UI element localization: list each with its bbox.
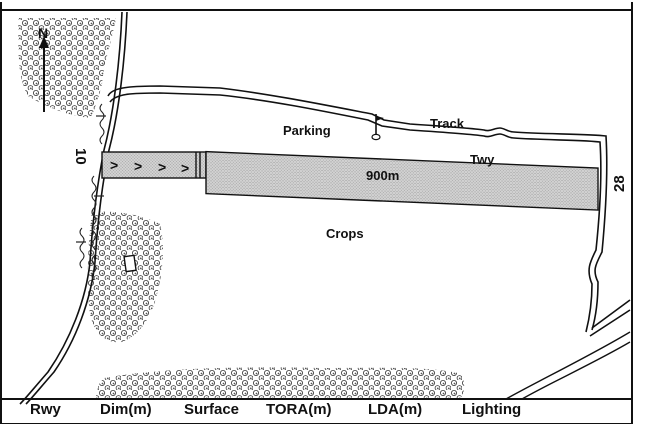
runway-28-designator: 28 — [611, 175, 628, 192]
threshold-arrow: > — [181, 160, 189, 176]
column-header-lda: LDA(m) — [368, 401, 423, 418]
track-label: Track — [430, 116, 465, 131]
woodland-west — [87, 211, 163, 343]
track — [107, 85, 608, 331]
threshold-arrow: > — [158, 159, 166, 175]
hedge-line — [79, 103, 105, 281]
runway — [205, 150, 599, 211]
column-header-tora: TORA(m) — [266, 401, 332, 418]
threshold-arrow: > — [110, 157, 118, 173]
column-header-lighting: Lighting — [462, 401, 522, 418]
map-frame — [0, 9, 633, 424]
parking-label: Parking — [283, 123, 331, 138]
north-arrow-icon — [39, 36, 49, 112]
building — [123, 254, 137, 273]
woodland-south — [96, 367, 465, 399]
south-road — [505, 331, 631, 400]
taxiway-label: Twy — [470, 152, 495, 167]
info-table-header: Rwy Dim(m) Surface TORA(m) LDA(m) Lighti… — [0, 399, 650, 424]
runway-threshold-zone — [101, 151, 207, 179]
runway-length-label: 900m — [366, 168, 399, 183]
east-road — [589, 299, 631, 337]
column-header-rwy: Rwy — [30, 401, 61, 418]
runway-10-designator: 10 — [72, 148, 89, 165]
west-road — [19, 11, 123, 405]
column-header-surface: Surface — [184, 401, 240, 418]
woodland-north — [18, 18, 116, 118]
windsock-icon — [371, 114, 384, 141]
threshold-arrow: > — [134, 158, 142, 174]
crops-label: Crops — [326, 226, 364, 241]
column-header-dim: Dim(m) — [100, 401, 152, 418]
north-label: N — [38, 25, 48, 41]
